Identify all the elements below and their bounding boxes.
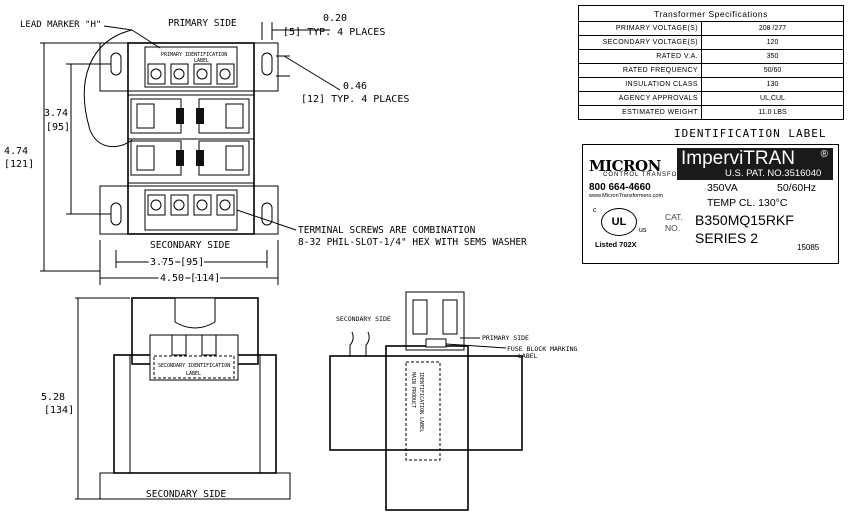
spec-value: 130	[701, 77, 844, 92]
primary-id-label-word: LABEL	[194, 58, 209, 64]
listed-number: Listed 702X	[595, 240, 637, 249]
front-view: SECONDARY IDENTIFICATION LABEL 5.28 [134…	[41, 297, 291, 500]
primary-terminals	[147, 63, 235, 85]
fuse-block-marking-line2: LABEL	[518, 352, 538, 360]
top-view: PRIMARY IDENTIFICATION LABEL	[4, 13, 527, 286]
serial-number: 15085	[797, 243, 820, 252]
lead-wire	[83, 29, 133, 148]
registered-mark: ®	[820, 149, 828, 160]
lead-marker-callout: LEAD MARKER "H"	[20, 20, 101, 30]
secondary-id-label-word: LABEL	[186, 371, 201, 377]
spec-value: 350	[701, 49, 844, 64]
primary-id-label: PRIMARY IDENTIFICATION	[161, 52, 227, 58]
spec-value: 11.0 LBS	[701, 105, 844, 120]
spec-key: AGENCY APPROVALS	[578, 91, 702, 106]
secondary-terminal-strip	[144, 189, 238, 231]
front-notch	[174, 297, 216, 329]
ul-us-mark: us	[639, 227, 647, 234]
dim-12-typ: [12] TYP. 4 PLACES	[301, 94, 409, 105]
spec-value: UL,CUL	[701, 91, 844, 106]
main-product-label-box	[405, 361, 441, 461]
ul-logo: UL	[601, 208, 637, 236]
table-row: RATED V.A.350	[578, 49, 844, 64]
primary-terminal-strip	[144, 46, 238, 88]
brand-web: www.MicronTransformers.com	[589, 193, 664, 199]
side-fuse-block	[405, 291, 465, 351]
spec-value: 120	[701, 35, 844, 50]
primary-side-label: PRIMARY SIDE	[168, 18, 237, 29]
cat-label: CAT.	[665, 212, 683, 222]
no-label: NO.	[665, 223, 681, 233]
dim-375: 3.75 [95]	[150, 257, 204, 268]
side-primary-side: PRIMARY SIDE	[482, 334, 529, 342]
front-terminal-block	[149, 334, 239, 381]
mounting-slot	[110, 202, 122, 226]
side-view: MAIN PRODUCT IDENTIFICATION LABEL SECOND…	[329, 291, 578, 511]
spec-key: SECONDARY VOLTAGE(S)	[578, 35, 702, 50]
dim-374: 3.74	[44, 108, 68, 119]
mounting-slot	[261, 202, 273, 226]
front-base	[99, 472, 291, 500]
mounting-slot	[261, 52, 273, 76]
spec-value: 50/60	[701, 63, 844, 78]
secondary-terminals	[147, 194, 235, 216]
product-name: ImperviTRAN	[681, 148, 796, 169]
ul-c-mark: c	[593, 207, 597, 214]
secondary-leads	[349, 331, 370, 356]
spec-key: ESTIMATED WEIGHT	[578, 105, 702, 120]
dim-528: 5.28	[41, 392, 65, 403]
spec-table: Transformer Specifications PRIMARY VOLTA…	[578, 5, 844, 120]
brand-phone: 800 664-4660	[589, 182, 651, 193]
dim-95-mm: [95]	[46, 122, 70, 133]
mounting-slot	[110, 52, 122, 76]
dim-020: 0.20	[323, 13, 347, 24]
front-secondary-side: SECONDARY SIDE	[146, 489, 226, 500]
series: SERIES 2	[695, 230, 759, 246]
dim-450: 4.50 [114]	[160, 273, 220, 284]
spec-key: INSULATION CLASS	[578, 77, 702, 92]
catalog-number: B350MQ15RKF	[695, 212, 794, 228]
id-label-title: IDENTIFICATION LABEL	[674, 127, 827, 140]
secondary-id-label: SECONDARY IDENTIFICATION	[158, 363, 230, 369]
terminal-note-line1: TERMINAL SCREWS ARE COMBINATION	[298, 225, 476, 236]
main-product-label-line1: MAIN PRODUCT	[410, 372, 416, 408]
dim-121-mm: [121]	[4, 159, 34, 170]
spec-table-title: Transformer Specifications	[578, 5, 844, 22]
fuse-block-marking-line1: FUSE BLOCK MARKING	[507, 345, 578, 353]
table-row: PRIMARY VOLTAGE(S)208 /277	[578, 21, 844, 36]
brand-subtitle: CONTROL TRANSFORMERS	[603, 172, 705, 178]
fuse-block-upper	[130, 98, 250, 134]
spec-key: PRIMARY VOLTAGE(S)	[578, 21, 702, 36]
main-product-label-line2: IDENTIFICATION LABEL	[418, 372, 424, 432]
identification-label: MICRON CONTROL TRANSFORMERS 800 664-4660…	[582, 144, 839, 264]
secondary-side-label: SECONDARY SIDE	[150, 240, 230, 251]
spec-key: RATED FREQUENCY	[578, 63, 702, 78]
dim-046: 0.46	[343, 81, 367, 92]
fuse-block-lower	[130, 140, 250, 176]
dim-474: 4.74	[4, 146, 28, 157]
brand-logo: MICRON	[589, 157, 661, 175]
side-coil	[329, 355, 523, 451]
side-bracket	[385, 345, 469, 511]
table-row: SECONDARY VOLTAGE(S)120	[578, 35, 844, 50]
terminal-note-line2: 8-32 PHIL-SLOT-1/4" HEX WITH SEMS WASHER	[298, 237, 527, 248]
dim-5-typ: [5] TYP. 4 PLACES	[283, 27, 385, 38]
dim-134-mm: [134]	[44, 405, 74, 416]
patent-number: U.S. PAT. NO.3516040	[725, 168, 822, 179]
rated-frequency: 50/60Hz	[777, 182, 817, 194]
spec-key: RATED V.A.	[578, 49, 702, 64]
product-ribbon: ImperviTRAN ® U.S. PAT. NO.3516040	[677, 148, 833, 180]
rated-va: 350VA	[707, 182, 738, 194]
side-secondary-side: SECONDARY SIDE	[336, 315, 391, 323]
fuse-block-marking	[425, 338, 447, 348]
temperature-class: TEMP CL. 130°C	[707, 197, 788, 209]
spec-value: 208 /277	[701, 21, 844, 36]
